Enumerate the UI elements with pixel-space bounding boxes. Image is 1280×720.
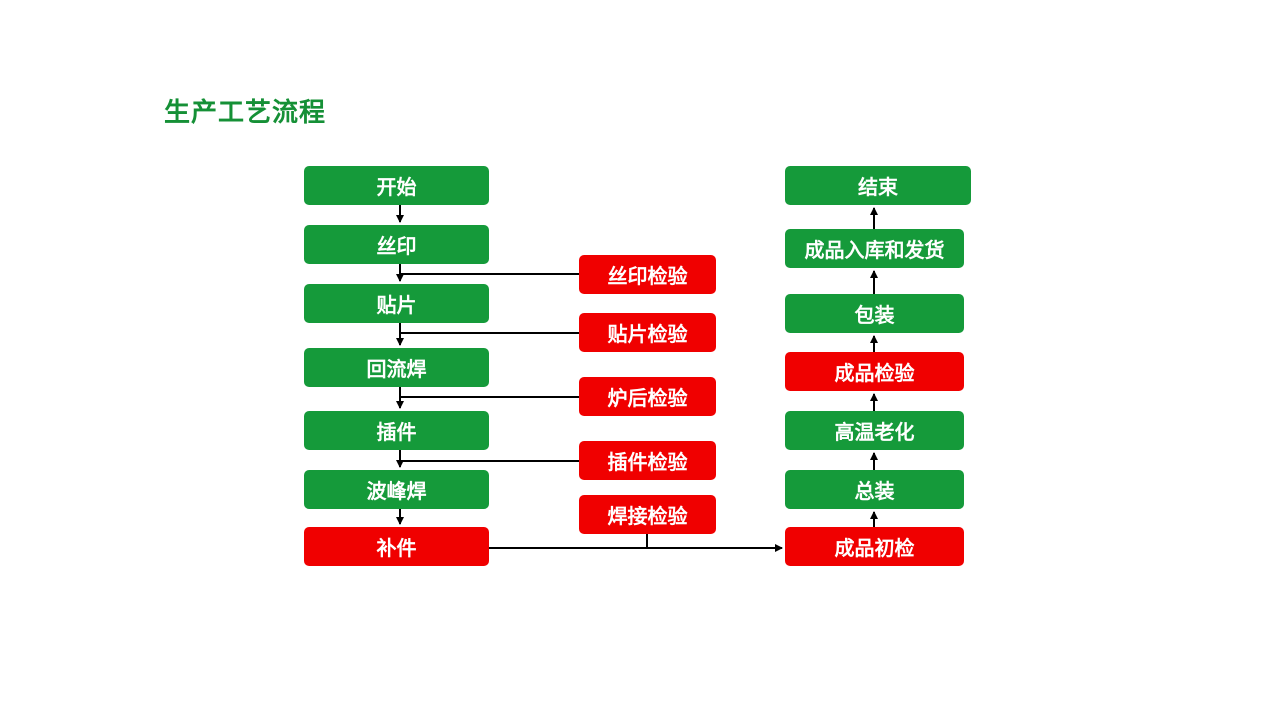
step-start: 开始 <box>304 166 489 205</box>
step-smt-placement: 贴片 <box>304 284 489 323</box>
page-title: 生产工艺流程 <box>164 98 327 128</box>
step-final-inspection: 成品检验 <box>785 352 964 391</box>
inspection-smt: 贴片检验 <box>579 313 716 352</box>
step-wave-soldering: 波峰焊 <box>304 470 489 509</box>
step-screen-printing: 丝印 <box>304 225 489 264</box>
inspection-post-oven: 炉后检验 <box>579 377 716 416</box>
step-warehousing-shipping: 成品入库和发货 <box>785 229 964 268</box>
step-touch-up: 补件 <box>304 527 489 566</box>
step-through-hole-insertion: 插件 <box>304 411 489 450</box>
step-initial-product-inspection: 成品初检 <box>785 527 964 566</box>
step-reflow-soldering: 回流焊 <box>304 348 489 387</box>
step-burn-in-aging: 高温老化 <box>785 411 964 450</box>
step-end: 结束 <box>785 166 971 205</box>
step-final-assembly: 总装 <box>785 470 964 509</box>
inspection-insertion: 插件检验 <box>579 441 716 480</box>
inspection-screen-printing: 丝印检验 <box>579 255 716 294</box>
step-packaging: 包装 <box>785 294 964 333</box>
inspection-soldering: 焊接检验 <box>579 495 716 534</box>
